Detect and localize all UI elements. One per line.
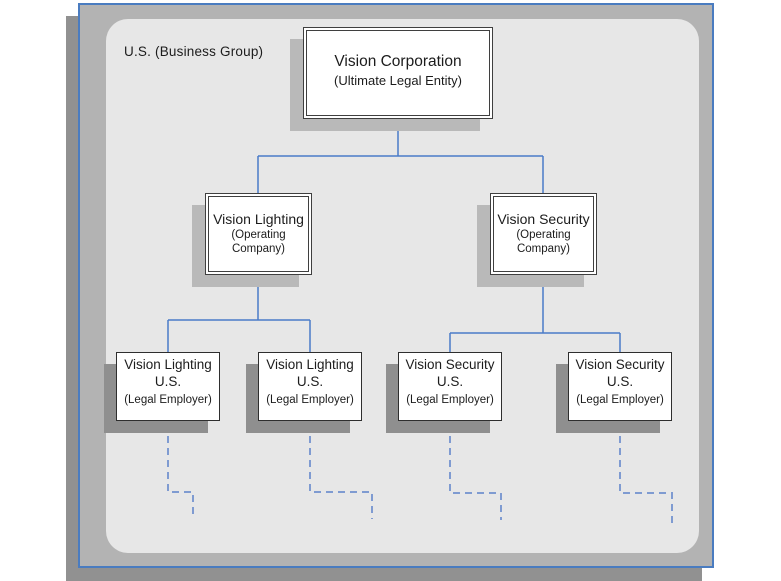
- node-subtitle: (Legal Employer): [576, 394, 664, 406]
- tree-connector-lighting: [167, 275, 311, 352]
- node-title: Vision Lighting: [213, 211, 304, 227]
- node-vision-lighting-us-1: Vision Lighting U.S. (Legal Employer): [116, 352, 220, 421]
- node-vision-security-us-1: Vision Security U.S. (Legal Employer): [398, 352, 502, 421]
- node-subtitle: (Operating Company): [516, 229, 571, 255]
- node-subtitle: (Legal Employer): [406, 394, 494, 406]
- node-vision-corporation: Vision Corporation (Ultimate Legal Entit…: [303, 27, 493, 119]
- node-title: Vision Corporation: [334, 53, 462, 70]
- node-subtitle: (Operating Company): [231, 229, 286, 255]
- business-group-label: U.S. (Business Group): [124, 44, 264, 59]
- node-title: Vision Security: [497, 211, 590, 227]
- node-vision-security-us-2: Vision Security U.S. (Legal Employer): [568, 352, 672, 421]
- node-title: Vision Lighting U.S.: [266, 357, 354, 389]
- dashed-connector-1: [167, 436, 194, 519]
- node-subtitle: (Legal Employer): [266, 394, 354, 406]
- node-vision-lighting: Vision Lighting (Operating Company): [205, 193, 312, 275]
- tree-connector-security: [449, 275, 621, 352]
- dashed-connector-4: [619, 436, 673, 523]
- node-title: Vision Lighting U.S.: [124, 357, 212, 389]
- tree-connector-root: [257, 119, 544, 193]
- node-title: Vision Security U.S.: [405, 357, 495, 389]
- node-vision-security: Vision Security (Operating Company): [490, 193, 597, 275]
- dashed-connector-2: [309, 436, 373, 519]
- node-subtitle: (Ultimate Legal Entity): [334, 73, 462, 88]
- node-subtitle: (Legal Employer): [124, 394, 212, 406]
- node-vision-corporation-panel: Vision Corporation (Ultimate Legal Entit…: [306, 30, 490, 116]
- node-vision-lighting-us-2: Vision Lighting U.S. (Legal Employer): [258, 352, 362, 421]
- node-vision-security-panel: Vision Security (Operating Company): [493, 196, 594, 272]
- node-title: Vision Security U.S.: [575, 357, 665, 389]
- dashed-connector-3: [449, 436, 502, 520]
- node-vision-lighting-panel: Vision Lighting (Operating Company): [208, 196, 309, 272]
